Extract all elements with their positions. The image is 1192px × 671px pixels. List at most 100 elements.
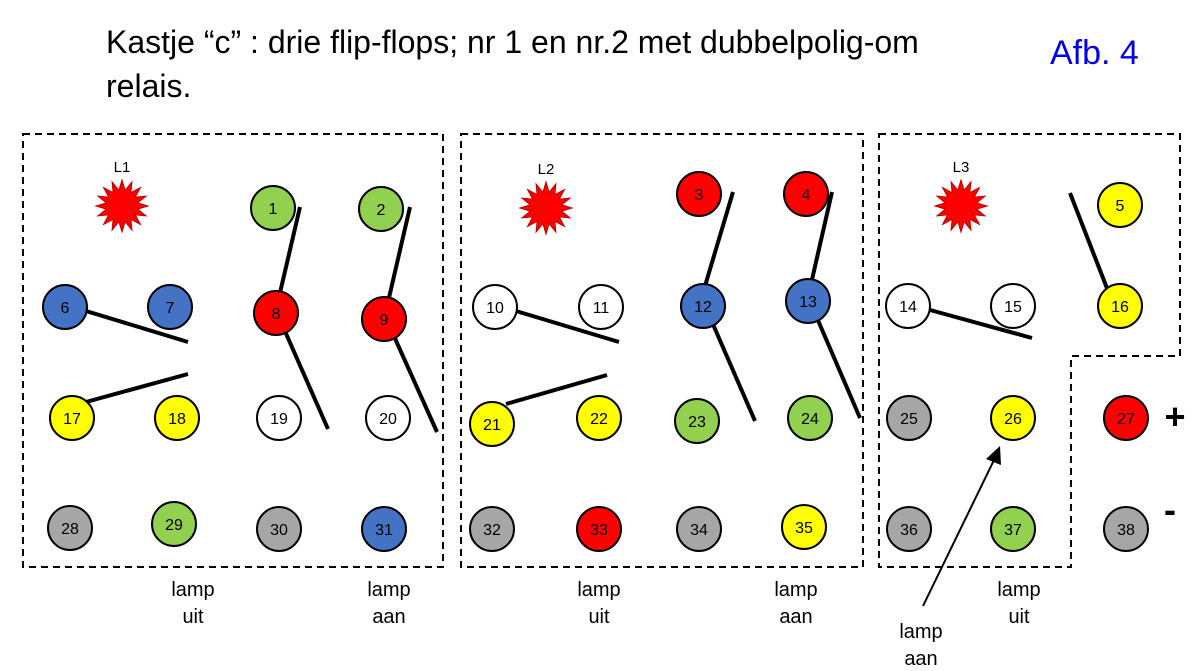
terminal-number: 36 <box>900 522 918 539</box>
caption-line-2: uit <box>182 606 204 628</box>
terminal-number: 19 <box>270 411 288 428</box>
caption-line-1: lamp <box>997 579 1040 601</box>
terminal-2: 2 <box>358 186 404 232</box>
terminal-25: 25 <box>886 395 932 441</box>
terminal-circle <box>576 395 622 441</box>
terminal-circle <box>783 171 829 217</box>
terminal-circle <box>358 186 404 232</box>
wire <box>85 372 189 404</box>
terminal-circle <box>578 284 624 330</box>
caption-line-2: uit <box>1008 606 1030 628</box>
terminal-circle <box>151 501 197 547</box>
wire <box>815 317 862 419</box>
flipflop-box-3 <box>878 133 1181 568</box>
terminal-20: 20 <box>365 395 411 441</box>
terminal-34: 34 <box>676 506 722 552</box>
terminal-number: 8 <box>272 306 281 323</box>
terminal-circle <box>886 506 932 552</box>
terminal-circle <box>674 398 720 444</box>
terminal-1: 1 <box>250 185 296 231</box>
terminal-number: 27 <box>1117 411 1135 428</box>
terminal-number: 34 <box>690 522 708 539</box>
terminal-circle <box>154 395 200 441</box>
terminal-7: 7 <box>147 284 193 330</box>
terminal-circle <box>787 395 833 441</box>
terminal-30: 30 <box>256 506 302 552</box>
terminal-11: 11 <box>578 284 624 330</box>
terminal-5: 5 <box>1097 182 1143 228</box>
wire <box>703 191 735 287</box>
wire <box>85 309 189 344</box>
arrow-shaft <box>922 457 996 607</box>
terminal-number: 31 <box>375 522 393 539</box>
terminal-23: 23 <box>674 398 720 444</box>
terminal-circle <box>676 506 722 552</box>
terminal-8: 8 <box>253 290 299 336</box>
terminal-circle <box>469 401 515 447</box>
terminal-6: 6 <box>42 284 88 330</box>
terminal-circle <box>469 506 515 552</box>
terminal-31: 31 <box>361 506 407 552</box>
terminal-3: 3 <box>676 171 722 217</box>
terminal-number: 2 <box>377 202 386 219</box>
lamp-l3: L3 <box>933 159 989 234</box>
terminal-number: 5 <box>1116 198 1125 215</box>
lamp-burst-icon <box>518 180 574 236</box>
terminal-number: 37 <box>1004 522 1022 539</box>
lamp-label: L3 <box>953 159 970 176</box>
terminal-circle <box>781 504 827 550</box>
terminal-circle <box>1103 506 1149 552</box>
terminal-26: 26 <box>990 395 1036 441</box>
terminal-number: 9 <box>380 312 389 329</box>
terminal-circle <box>472 284 518 330</box>
terminal-number: 15 <box>1004 299 1022 316</box>
terminal-29: 29 <box>151 501 197 547</box>
terminal-27: 27 <box>1103 395 1149 441</box>
terminal-number: 1 <box>269 201 278 218</box>
caption-line-2: aan <box>904 648 937 670</box>
terminal-35: 35 <box>781 504 827 550</box>
lamp-label: L1 <box>114 159 131 176</box>
wire <box>505 373 608 406</box>
terminal-number: 14 <box>899 299 917 316</box>
terminal-circle <box>785 278 831 324</box>
figure-label: Afb. 4 <box>1050 34 1139 72</box>
terminal-17: 17 <box>49 395 95 441</box>
wire <box>809 191 834 285</box>
terminal-circle <box>256 395 302 441</box>
terminal-circle <box>990 283 1036 329</box>
terminal-32: 32 <box>469 506 515 552</box>
caption: lamp uit <box>997 579 1040 628</box>
arrow-head <box>986 446 1001 465</box>
terminal-circle <box>361 296 407 342</box>
terminal-circle <box>361 506 407 552</box>
terminal-circle <box>250 185 296 231</box>
terminal-number: 11 <box>593 300 610 317</box>
plus-sign: + <box>1164 396 1185 437</box>
terminal-number: 26 <box>1004 411 1022 428</box>
terminal-circle <box>886 395 932 441</box>
terminal-circle <box>1097 283 1143 329</box>
terminal-12: 12 <box>680 283 726 329</box>
terminal-circle <box>576 506 622 552</box>
terminal-number: 7 <box>166 300 175 317</box>
lamp-label: L2 <box>538 161 555 178</box>
terminal-circle <box>885 283 931 329</box>
terminal-number: 22 <box>590 411 608 428</box>
terminal-circle <box>256 506 302 552</box>
terminal-circle <box>49 395 95 441</box>
terminal-circle <box>147 284 193 330</box>
terminal-13: 13 <box>785 278 831 324</box>
terminal-22: 22 <box>576 395 622 441</box>
terminal-circle <box>253 290 299 336</box>
wire <box>391 333 439 433</box>
terminal-number: 13 <box>799 294 817 311</box>
terminal-number: 23 <box>688 414 706 431</box>
terminal-number: 3 <box>695 187 704 204</box>
terminal-number: 30 <box>270 522 288 539</box>
terminal-4: 4 <box>783 171 829 217</box>
